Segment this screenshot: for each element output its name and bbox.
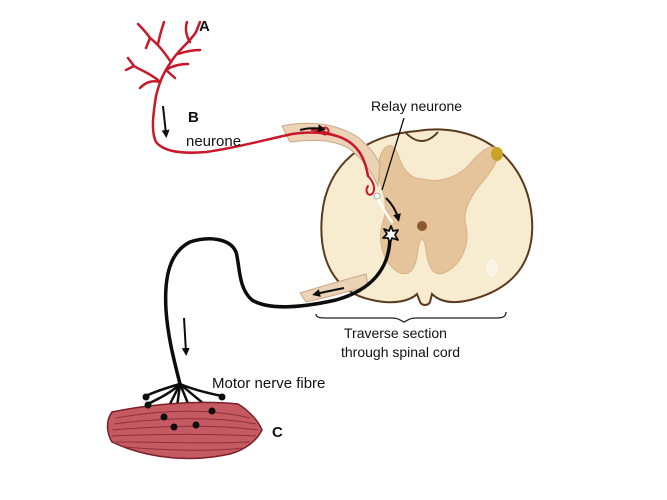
end-plate: [142, 393, 150, 401]
ventral-root: [299, 273, 369, 303]
label-c: C: [272, 424, 283, 441]
muscle-striations: [111, 410, 259, 451]
motor-neurone: [144, 234, 392, 428]
muscle-body: [106, 401, 263, 460]
relay-neurone: [373, 192, 394, 224]
traverse-section-bracket: [315, 311, 507, 323]
end-plate: [208, 407, 216, 415]
dorsal-root: [281, 122, 381, 188]
label-motor-nerve-fibre: Motor nerve fibre: [212, 375, 325, 392]
arrow-sensory-down: [161, 105, 170, 138]
sensory-axon: [151, 94, 370, 178]
arrow-dorsal-root: [299, 124, 326, 133]
label-relay-neurone: Relay neurone: [371, 98, 462, 114]
motor-end-plates: [142, 393, 226, 431]
sensory-dendrites: [124, 20, 202, 98]
end-plate: [170, 423, 178, 431]
relay-label-pointer: [381, 117, 405, 191]
label-a: A: [199, 18, 210, 35]
relay-neurone-body: [373, 192, 381, 200]
arrow-motor-down: [181, 317, 190, 356]
dorsal-horn-tip: [491, 147, 503, 161]
sensory-synapse-loop: [365, 175, 376, 196]
motor-axon: [163, 234, 392, 386]
arrow-ventral-root: [312, 287, 345, 297]
muscle: [106, 393, 263, 460]
end-plate: [160, 413, 168, 421]
sensory-neurone: [124, 20, 376, 196]
end-plate: [192, 421, 200, 429]
signal-arrows: [161, 105, 405, 356]
synapse-star: [382, 225, 399, 244]
end-plate: [144, 401, 152, 409]
central-canal: [417, 221, 427, 231]
label-b: B: [188, 109, 199, 126]
label-traverse-section-1: Traverse section: [344, 325, 447, 341]
ventral-highlight: [486, 259, 498, 277]
label-traverse-section-2: through spinal cord: [341, 344, 460, 360]
end-plate: [218, 393, 226, 401]
arrow-relay: [385, 197, 401, 222]
label-neurone: neurone: [186, 133, 241, 150]
spinal-cord-dorsal-notch: [404, 131, 439, 142]
